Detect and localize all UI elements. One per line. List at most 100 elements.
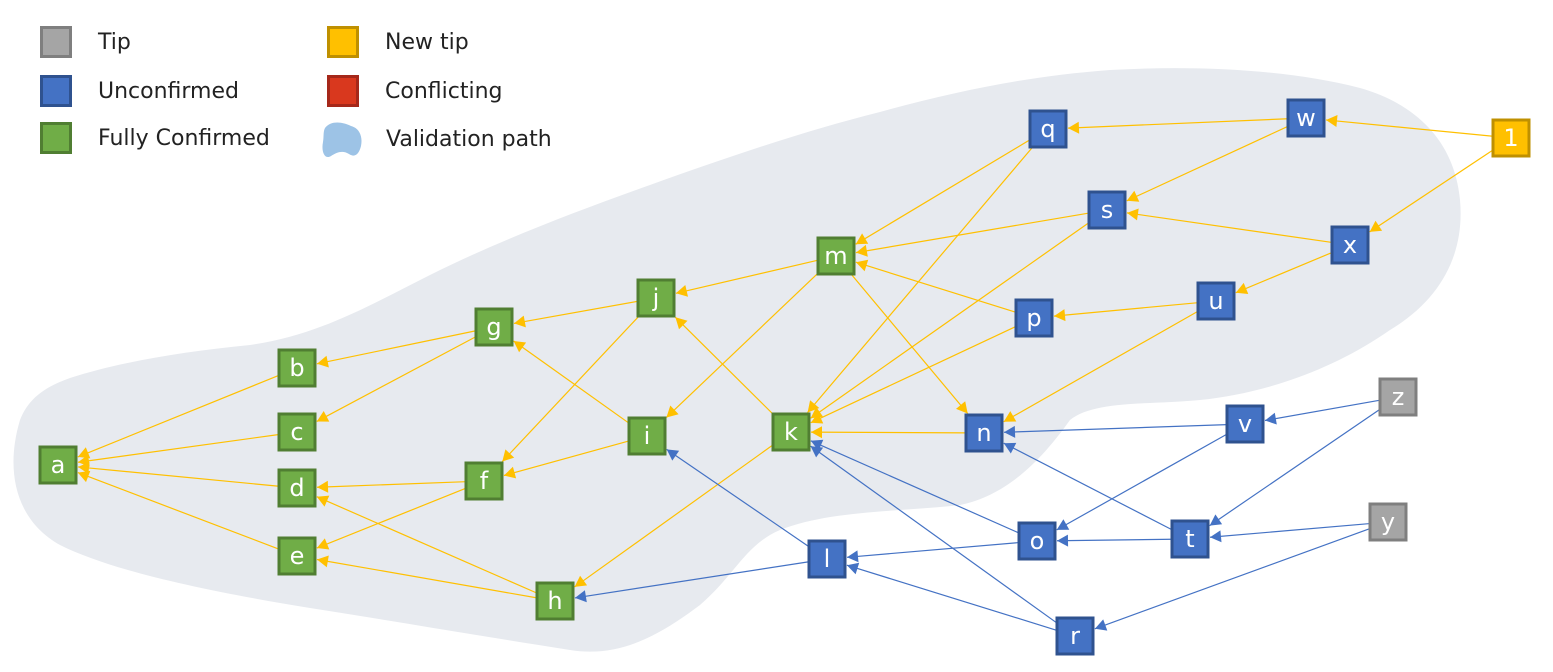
- node-t: t: [1170, 519, 1210, 559]
- edge-t-o: [1056, 534, 1173, 547]
- node-label-p: p: [1026, 304, 1041, 332]
- node-label-i: i: [644, 422, 651, 450]
- edge-r-k: [810, 445, 1058, 624]
- node-label-j: j: [652, 284, 660, 312]
- edge-y-t: [1209, 522, 1371, 543]
- node-d: d: [277, 468, 317, 508]
- edge-l-i: [666, 448, 810, 548]
- node-label-s: s: [1101, 196, 1114, 224]
- edge-z-t: [1209, 408, 1381, 527]
- node-x: x: [1330, 225, 1370, 265]
- edge-e-a: [77, 470, 280, 550]
- node-b: b: [277, 348, 317, 388]
- node-n: n: [964, 413, 1004, 453]
- edge-o-k: [810, 439, 1020, 534]
- edge-s-k: [810, 222, 1090, 419]
- node-label-g: g: [486, 313, 501, 341]
- node-m: m: [816, 236, 856, 276]
- edge-d-a: [77, 462, 280, 487]
- edge-j-f: [501, 315, 640, 462]
- legend-label-validation-path: Validation path: [386, 126, 552, 152]
- node-f: f: [464, 461, 504, 501]
- legend-item-tip: Tip: [40, 26, 131, 58]
- edge-r-l: [846, 562, 1058, 631]
- node-k: k: [771, 412, 811, 452]
- edge-w-q: [1067, 118, 1289, 134]
- node-e: e: [277, 536, 317, 576]
- node-label-u: u: [1208, 287, 1223, 315]
- nodes-layer: a b cd e f g h i j k m l n o p q r s t u v w x y z 1: [38, 98, 1531, 656]
- edge-t-n: [1003, 442, 1173, 531]
- edge-l-h: [574, 561, 810, 603]
- edge-v-o: [1056, 433, 1228, 531]
- edge-z-v: [1264, 399, 1381, 425]
- edge-n-k: [810, 426, 967, 439]
- node-v: v: [1225, 404, 1265, 444]
- node-label-e: e: [290, 542, 305, 570]
- node-q: q: [1028, 109, 1068, 149]
- legend: Tip New tip Unconfirmed Conflicting Full…: [0, 0, 600, 170]
- legend-label-unconfirmed: Unconfirmed: [98, 78, 239, 104]
- node-label-x: x: [1343, 231, 1357, 259]
- edge-q-m: [855, 139, 1031, 245]
- node-label-a: a: [51, 451, 66, 479]
- node-label-t: t: [1185, 525, 1194, 553]
- legend-label-fully-confirmed: Fully Confirmed: [98, 125, 270, 151]
- node-label-m: m: [824, 242, 847, 270]
- node-1: 1: [1491, 118, 1531, 158]
- edge-o-l: [846, 541, 1020, 563]
- edge-u-n: [1003, 310, 1199, 423]
- node-a: a: [38, 445, 78, 485]
- node-label-r: r: [1070, 622, 1080, 650]
- edge-q-k: [807, 146, 1034, 413]
- edge-x-s: [1126, 208, 1333, 244]
- edge-k-h: [574, 444, 774, 588]
- node-s: s: [1087, 190, 1127, 230]
- edge-h-d: [316, 495, 538, 594]
- edge-i-f: [503, 440, 630, 479]
- node-label-h: h: [547, 587, 562, 615]
- node-w: w: [1286, 98, 1326, 138]
- node-z: z: [1378, 377, 1418, 417]
- node-label-q: q: [1040, 115, 1055, 143]
- edge-u-p: [1053, 302, 1199, 322]
- node-label-z: z: [1392, 383, 1405, 411]
- node-g: g: [474, 307, 514, 347]
- tip-swatch: [40, 26, 72, 58]
- node-label-c: c: [290, 418, 303, 446]
- node-r: r: [1055, 616, 1095, 656]
- node-o: o: [1017, 521, 1057, 561]
- legend-item-fully-confirmed: Fully Confirmed: [40, 122, 270, 154]
- node-label-d: d: [289, 474, 304, 502]
- legend-item-unconfirmed: Unconfirmed: [40, 75, 239, 107]
- legend-item-new-tip: New tip: [327, 26, 469, 58]
- node-label-1: 1: [1503, 124, 1518, 152]
- node-p: p: [1014, 298, 1054, 338]
- node-y: y: [1368, 502, 1408, 542]
- edge-x-u: [1235, 251, 1333, 294]
- node-i: i: [627, 416, 667, 456]
- edge-1-x: [1369, 149, 1494, 233]
- node-label-b: b: [289, 354, 304, 382]
- node-h: h: [535, 581, 575, 621]
- node-l: l: [807, 539, 847, 579]
- legend-item-conflicting: Conflicting: [327, 75, 502, 107]
- legend-item-validation-path: Validation path: [321, 118, 552, 160]
- node-c: c: [277, 412, 317, 452]
- node-label-w: w: [1296, 104, 1316, 132]
- new-tip-swatch: [327, 26, 359, 58]
- node-label-f: f: [480, 467, 489, 495]
- node-label-n: n: [976, 419, 991, 447]
- node-label-k: k: [784, 418, 798, 446]
- edge-k-j: [674, 316, 774, 415]
- conflicting-swatch: [327, 75, 359, 107]
- edge-p-k: [810, 325, 1017, 424]
- validation-region: [13, 68, 1461, 652]
- node-label-l: l: [824, 545, 831, 573]
- edge-s-m: [855, 212, 1090, 257]
- edges-layer: [77, 115, 1494, 631]
- legend-label-new-tip: New tip: [385, 29, 469, 55]
- edge-m-i: [666, 272, 819, 418]
- edge-y-r: [1094, 527, 1371, 631]
